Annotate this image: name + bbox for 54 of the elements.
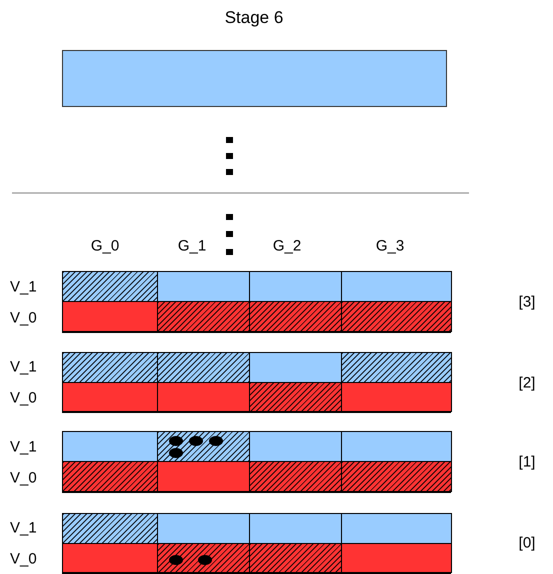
cell xyxy=(341,382,452,412)
vector-grid xyxy=(62,513,451,574)
row-label: V_0 xyxy=(10,389,37,406)
cell xyxy=(249,513,342,544)
cell xyxy=(249,271,342,302)
cell xyxy=(249,352,342,382)
row-label: V_0 xyxy=(10,550,37,568)
stage-index: [0] xyxy=(518,534,536,552)
hatched-cell xyxy=(341,352,452,382)
cell xyxy=(341,271,452,302)
cell xyxy=(341,431,452,462)
row-label: V_0 xyxy=(10,309,37,326)
row-label: V_1 xyxy=(10,278,37,295)
hatched-cell xyxy=(157,431,250,462)
stage-index: [2] xyxy=(518,374,536,392)
hatched-cell xyxy=(249,382,342,412)
row-label: V_0 xyxy=(10,469,37,486)
hatched-cell xyxy=(157,301,250,332)
hatched-cell xyxy=(341,461,452,492)
hatched-cell xyxy=(62,271,158,302)
cell xyxy=(157,382,250,412)
column-label: G_0 xyxy=(90,238,120,254)
row-label: V_1 xyxy=(10,358,37,376)
column-label: G_3 xyxy=(376,238,404,254)
cell xyxy=(341,542,452,573)
row-label: V_1 xyxy=(10,438,37,455)
column-label: G_2 xyxy=(272,238,302,254)
hatched-cell xyxy=(157,542,250,573)
cell xyxy=(62,542,158,573)
hatched-cell xyxy=(249,542,342,573)
cell xyxy=(341,513,452,544)
hatched-cell xyxy=(249,461,342,492)
row-label: V_1 xyxy=(10,520,37,537)
cell xyxy=(62,431,158,462)
hatched-cell xyxy=(62,513,158,544)
hatched-cell xyxy=(157,352,250,382)
vector-grid xyxy=(62,431,451,493)
stage-index: [3] xyxy=(518,294,536,310)
hatched-cell xyxy=(62,461,158,492)
hatched-cell xyxy=(341,301,452,332)
cell xyxy=(157,513,250,544)
vector-grid xyxy=(62,352,451,413)
stage-bar xyxy=(62,50,447,107)
cell xyxy=(157,271,250,302)
column-label: G_1 xyxy=(178,238,206,254)
cell xyxy=(249,431,342,462)
cell xyxy=(157,461,250,492)
vector-grid xyxy=(62,271,451,333)
cell xyxy=(62,382,158,412)
diagram-title: Stage 6 xyxy=(224,8,284,28)
hatched-cell xyxy=(62,352,158,382)
cell xyxy=(62,301,158,332)
hatched-cell xyxy=(249,301,342,332)
stage-index: [1] xyxy=(518,454,536,470)
